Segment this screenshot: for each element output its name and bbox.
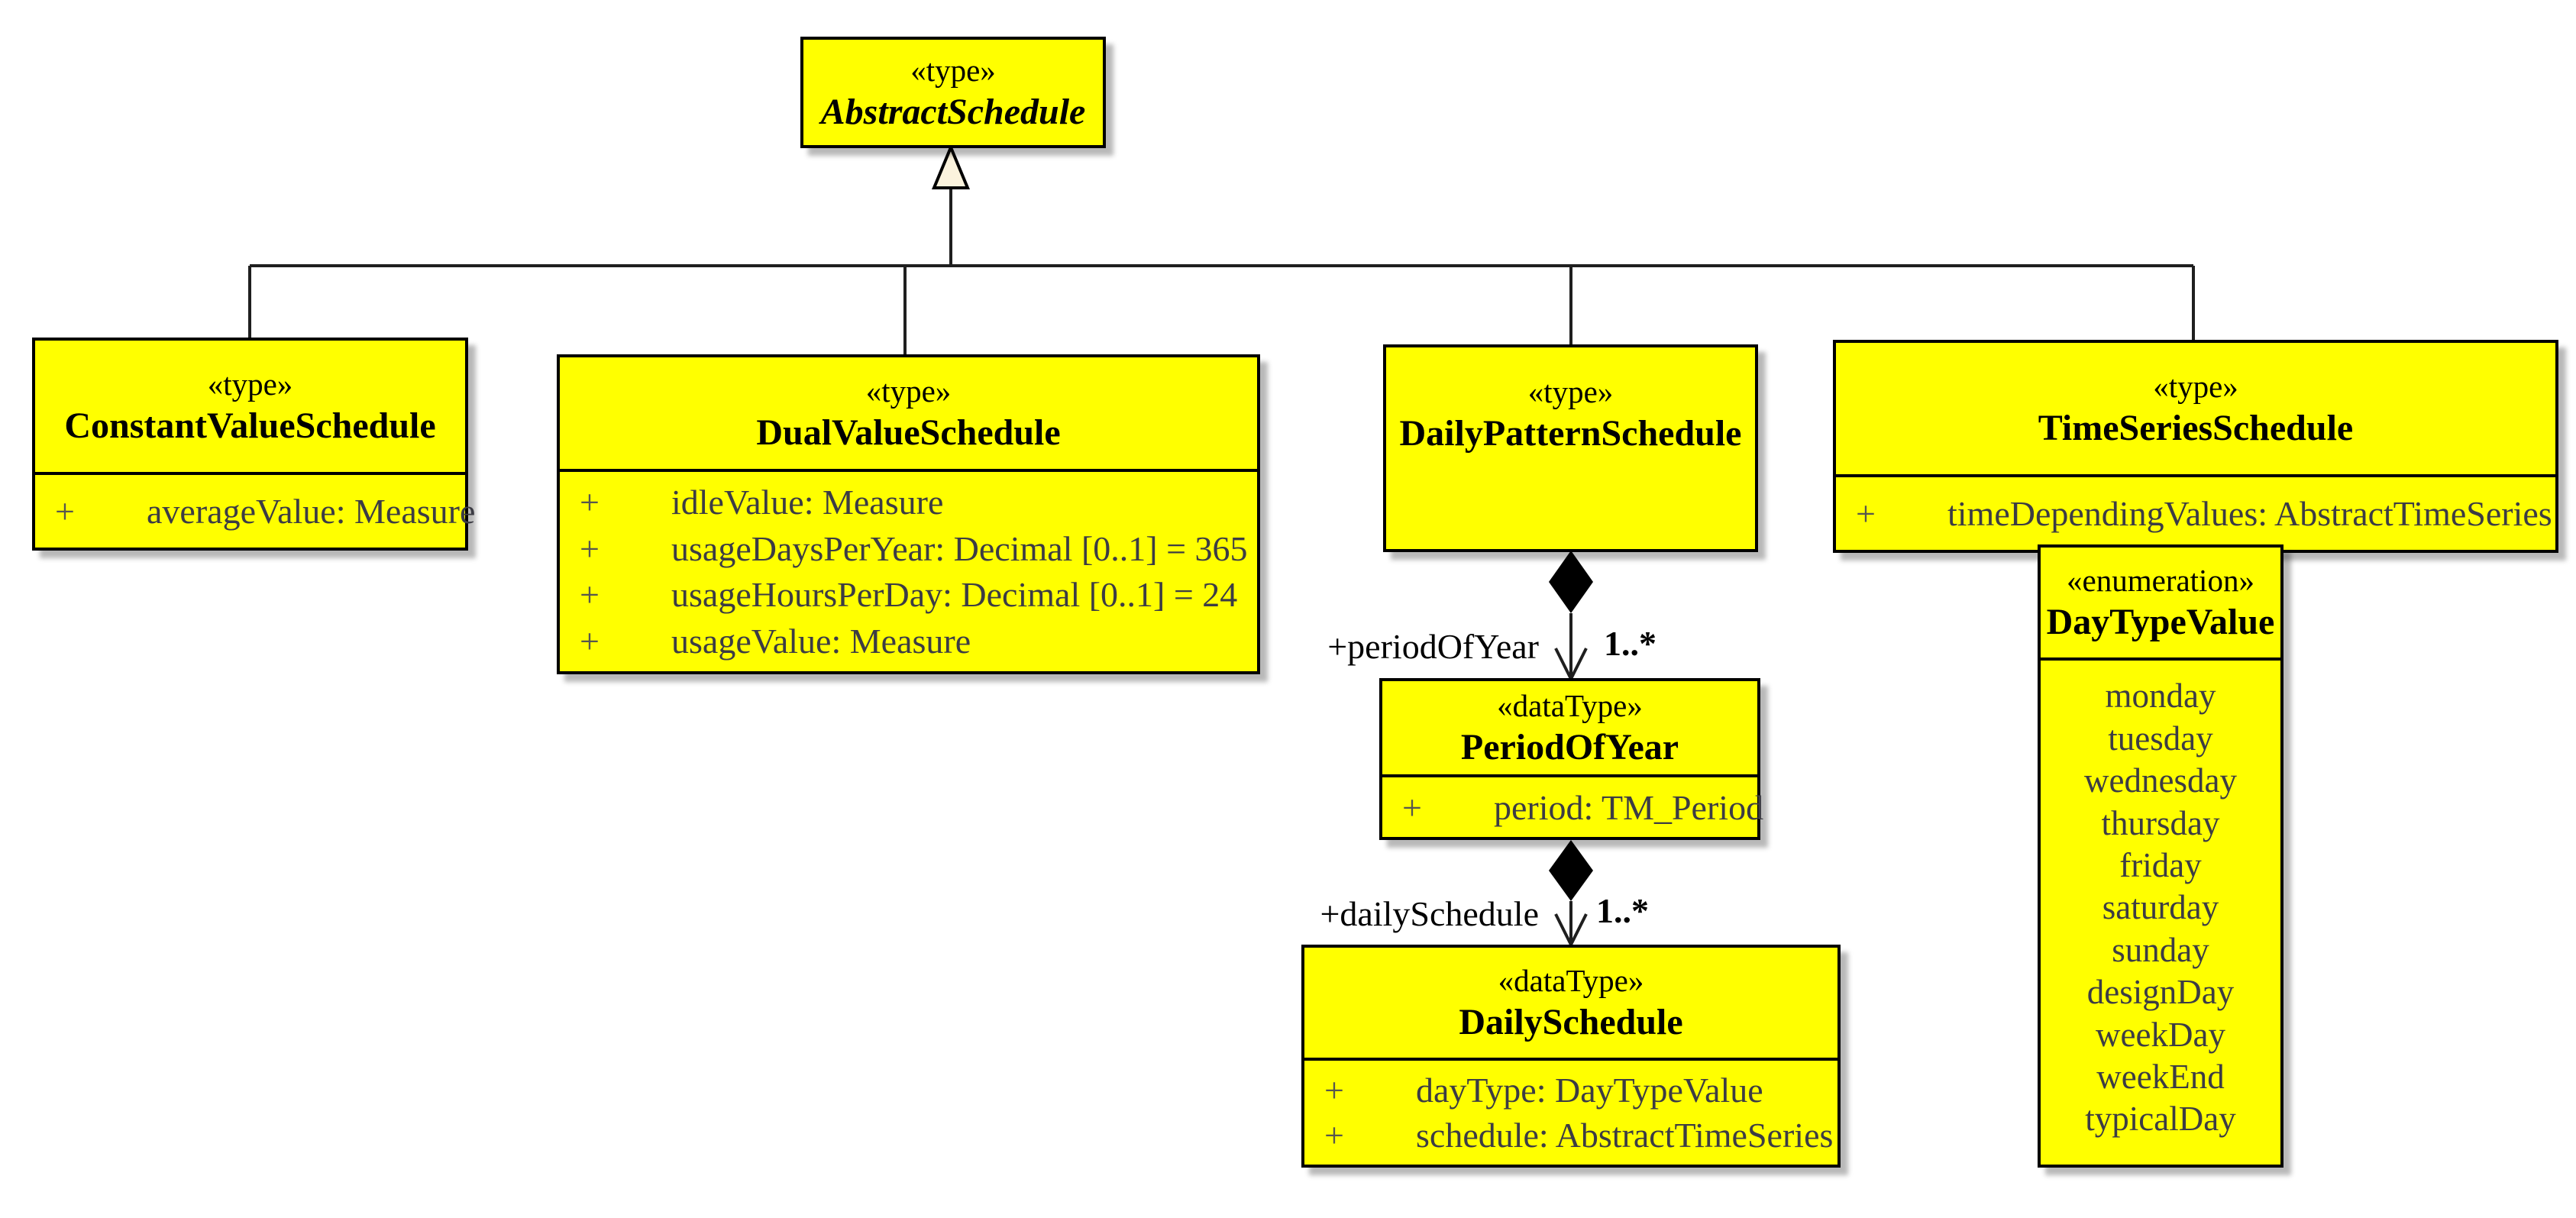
multiplicity-label-period-of-year: 1..* [1604, 624, 1656, 663]
role-label-daily-schedule: +dailySchedule [1320, 894, 1539, 933]
enum-literal-week-day: weekDay [2096, 1015, 2225, 1054]
stereotype-label: «type» [1527, 373, 1614, 409]
class-name: DailySchedule [1459, 1001, 1683, 1042]
stereotype-label: «type» [865, 373, 952, 409]
stereotype-label: «dataType» [1498, 962, 1644, 998]
attribute-text: period: TM_Period [1494, 787, 1764, 827]
role-label-period-of-year: +periodOfYear [1327, 627, 1539, 666]
enum-literal-saturday: saturday [2102, 888, 2219, 927]
attribute-day-type: + dayType: DayTypeValue [1304, 1070, 1837, 1110]
visibility-marker: + [580, 483, 600, 522]
attribute-text: usageValue: Measure [671, 621, 971, 661]
stereotype-label: «dataType» [1497, 687, 1643, 723]
composition-diamond-icon [1549, 551, 1593, 613]
visibility-marker: + [1324, 1116, 1344, 1155]
class-constant-value-schedule: «type» ConstantValueSchedule + averageVa… [32, 338, 475, 551]
attribute-text: timeDependingValues: AbstractTimeSeries [1947, 494, 2552, 533]
class-name: DualValueSchedule [756, 412, 1061, 453]
enum-literal-typical-day: typicalDay [2085, 1100, 2236, 1139]
attribute-usage-days-per-year: + usageDaysPerYear: Decimal [0..1] = 365 [560, 528, 1257, 569]
class-daily-schedule: «dataType» DailySchedule + dayType: DayT… [1301, 945, 1841, 1168]
visibility-marker: + [580, 575, 600, 615]
attribute-time-depending-values: + timeDependingValues: AbstractTimeSerie… [1836, 493, 2555, 534]
class-name: PeriodOfYear [1460, 726, 1679, 767]
class-abstract-schedule: «type» AbstractSchedule [800, 37, 1106, 148]
stereotype-label: «type» [2153, 368, 2238, 404]
class-daily-pattern-schedule: «type» DailyPatternSchedule [1383, 344, 1758, 552]
enum-literal-tuesday: tuesday [2108, 719, 2213, 758]
visibility-marker: + [1856, 494, 1876, 533]
attribute-text: usageDaysPerYear: Decimal [0..1] = 365 [671, 528, 1248, 568]
stereotype-label: «type» [207, 366, 293, 402]
stereotype-label: «type» [910, 52, 996, 88]
enum-literal-wednesday: wednesday [2084, 761, 2237, 800]
class-dual-value-schedule: «type» DualValueSchedule + idleValue: Me… [557, 354, 1260, 674]
enum-literal-friday: friday [2119, 846, 2202, 885]
visibility-marker: + [1324, 1071, 1344, 1110]
enum-literal-design-day: designDay [2086, 973, 2235, 1012]
class-name: AbstractSchedule [820, 91, 1086, 132]
attribute-schedule: + schedule: AbstractTimeSeries [1304, 1115, 1837, 1155]
enum-literal-monday: monday [2105, 677, 2216, 716]
attribute-text: dayType: DayTypeValue [1416, 1071, 1763, 1110]
class-time-series-schedule: «type» TimeSeriesSchedule + timeDependin… [1833, 340, 2558, 553]
generalization-triangle-icon [932, 143, 970, 189]
enum-literal-thursday: thursday [2101, 803, 2220, 842]
attribute-text: schedule: AbstractTimeSeries [1416, 1116, 1834, 1155]
multiplicity-label-daily-schedule: 1..* [1596, 891, 1649, 930]
stereotype-label: «enumeration» [2067, 562, 2254, 598]
attribute-idle-value: + idleValue: Measure [560, 482, 1257, 522]
enumeration-day-type-value: «enumeration» DayTypeValue monday tuesda… [2038, 544, 2283, 1168]
enumeration-name: DayTypeValue [2046, 601, 2275, 642]
class-name: TimeSeriesSchedule [2038, 407, 2354, 448]
visibility-marker: + [1402, 787, 1422, 827]
attribute-usage-hours-per-day: + usageHoursPerDay: Decimal [0..1] = 24 [560, 574, 1257, 615]
visibility-marker: + [580, 528, 600, 568]
attribute-text: idleValue: Measure [671, 483, 944, 522]
attribute-text: usageHoursPerDay: Decimal [0..1] = 24 [671, 575, 1238, 615]
class-name: ConstantValueSchedule [64, 405, 436, 446]
visibility-marker: + [580, 621, 600, 661]
class-period-of-year: «dataType» PeriodOfYear + period: TM_Per… [1379, 678, 1763, 840]
enum-literal-week-end: weekEnd [2096, 1058, 2225, 1097]
enum-literal-sunday: sunday [2112, 930, 2209, 969]
attribute-period: + period: TM_Period [1382, 787, 1763, 828]
attribute-average-value: + averageValue: Measure [35, 491, 475, 531]
visibility-marker: + [55, 492, 75, 531]
attribute-text: averageValue: Measure [147, 492, 476, 531]
attribute-usage-value: + usageValue: Measure [560, 621, 1257, 661]
composition-diamond-icon [1549, 840, 1593, 901]
class-name: DailyPatternSchedule [1399, 412, 1742, 454]
